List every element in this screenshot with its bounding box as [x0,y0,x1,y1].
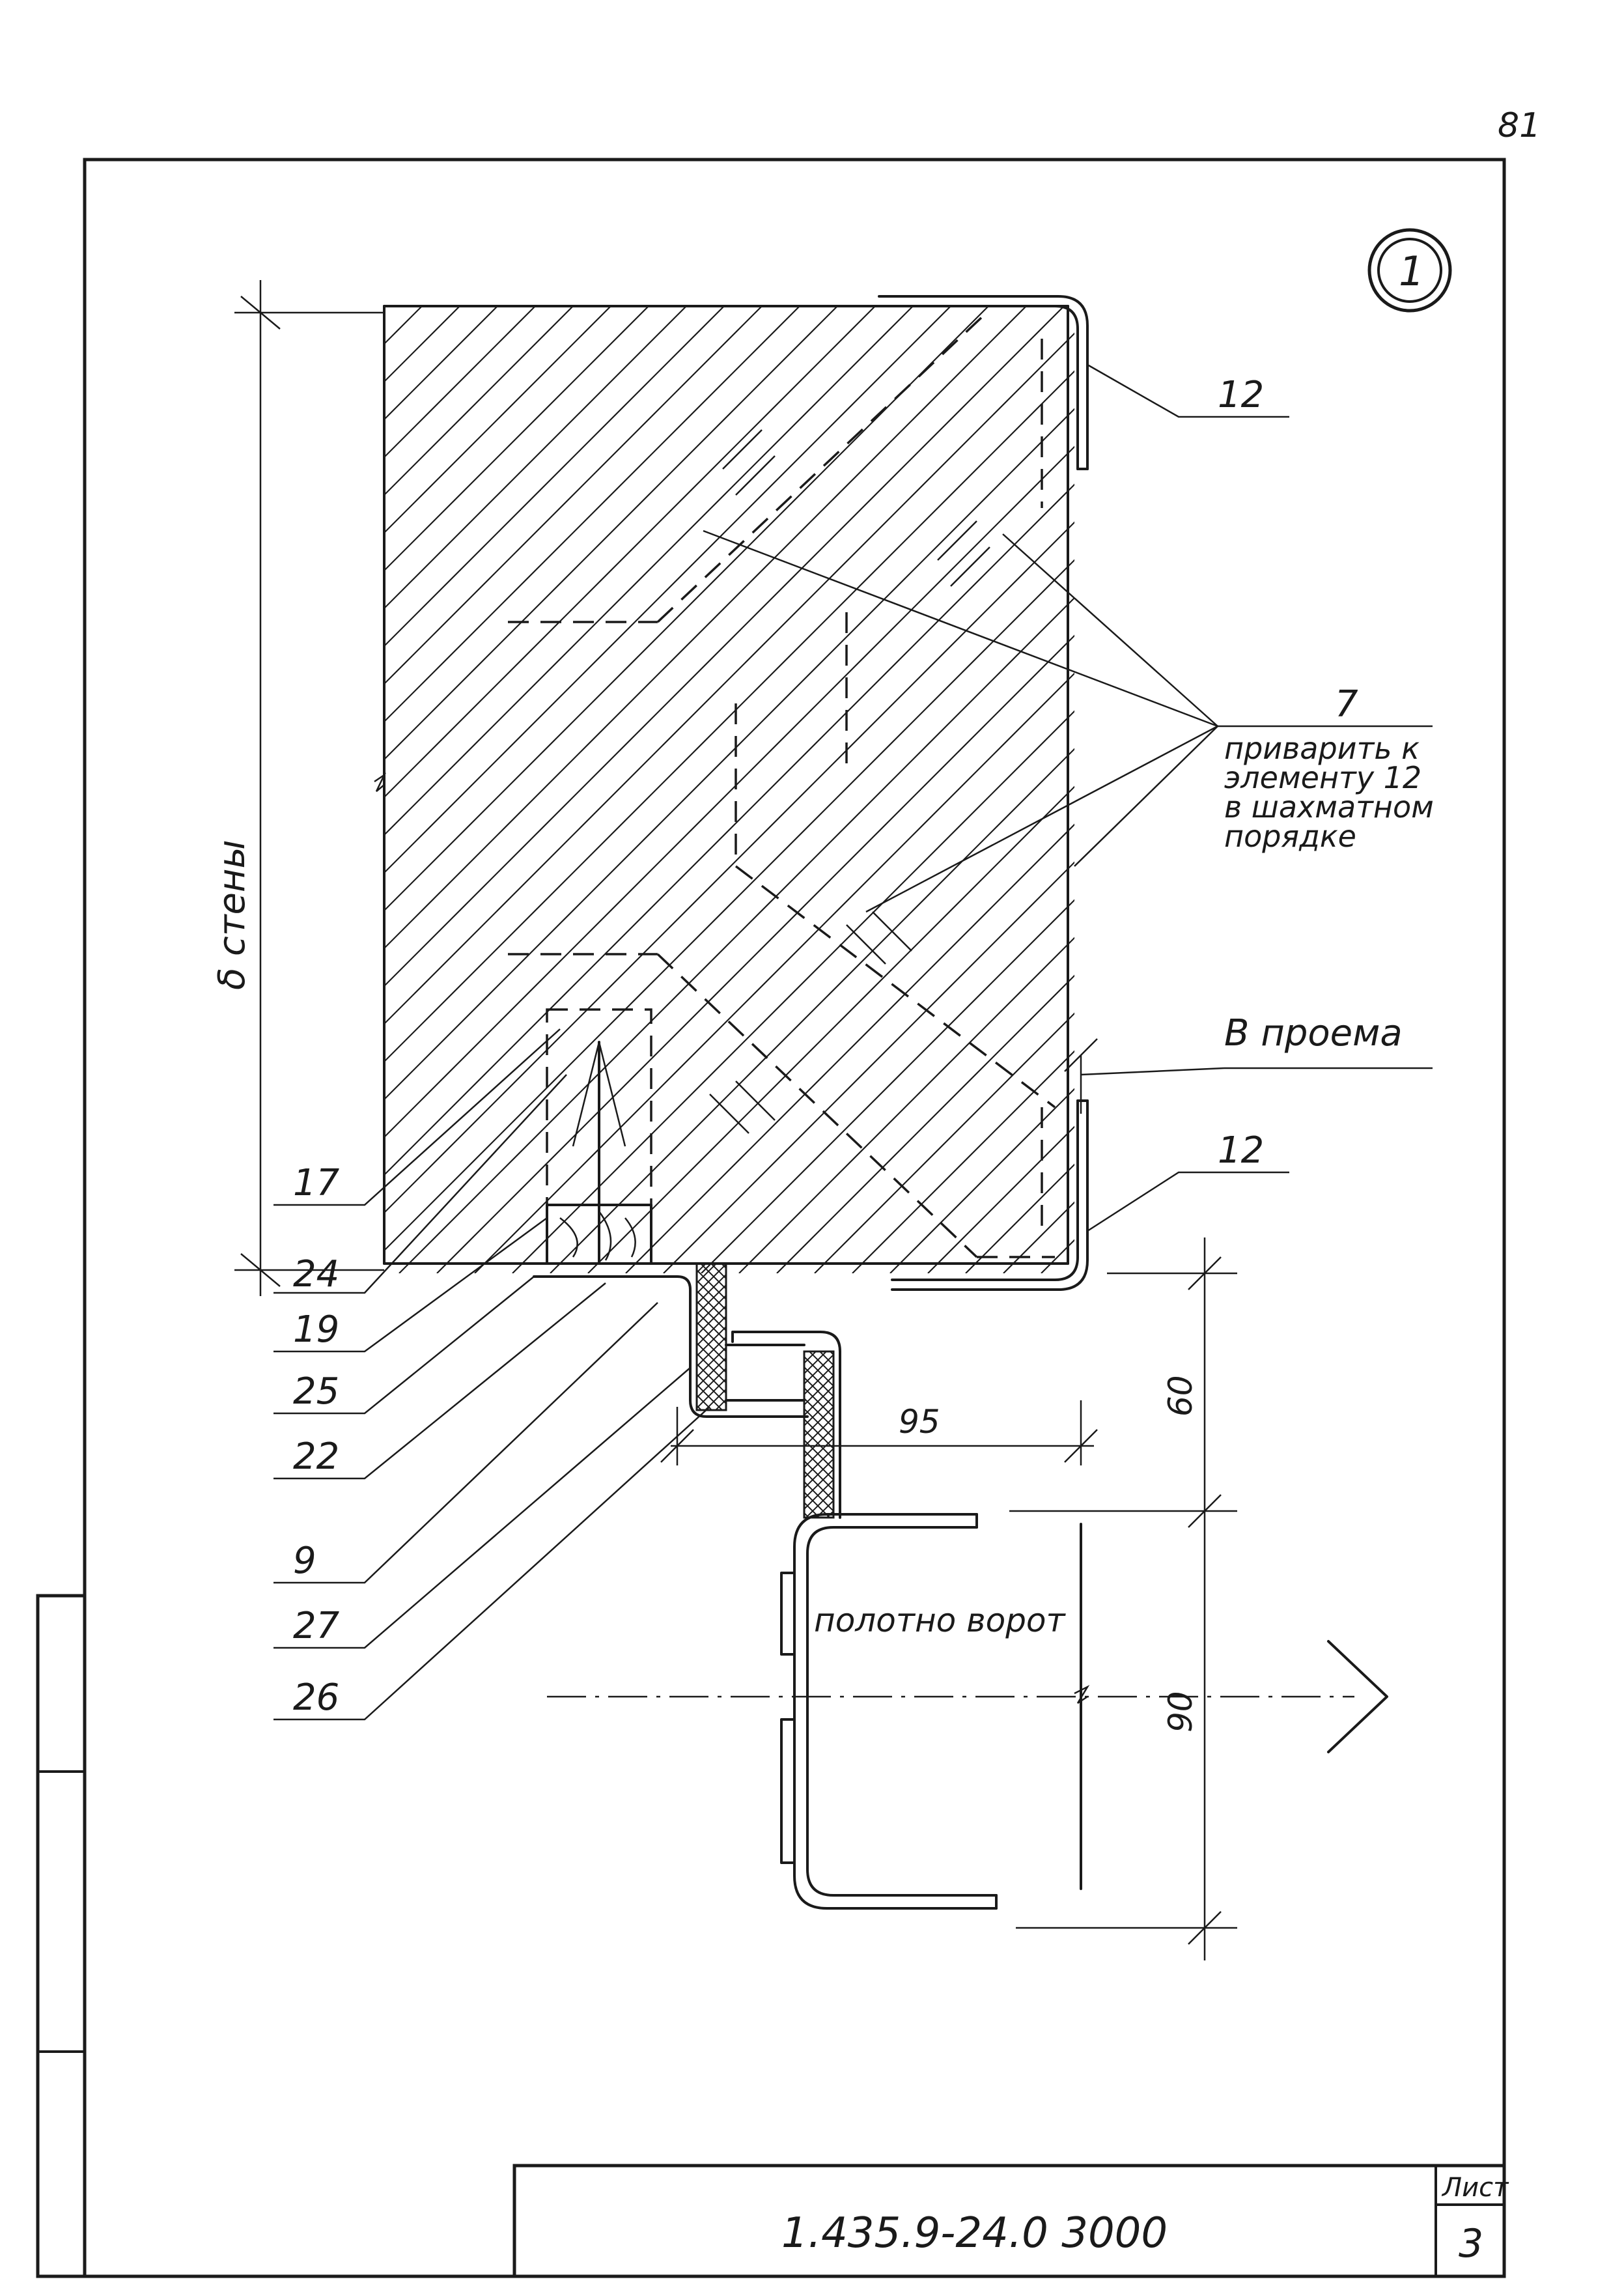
hatch-line [625,823,1074,1273]
opening-label: В проема [1224,1012,1403,1054]
hatch-line [384,445,1074,1138]
hatch-line [512,710,1074,1273]
hatch-line [384,408,1074,1101]
gate-leaf-label: полотно ворот [814,1602,1067,1639]
hatch-line [384,306,687,610]
hatch-line [550,748,1074,1273]
callout-12-bottom: 12 [1218,1129,1264,1172]
page-number: 81 [1498,106,1541,145]
hatch-line [384,483,1074,1176]
hatch-line [384,306,951,874]
wall-section [374,305,1074,1273]
dim-60: 60 [1162,1375,1199,1417]
binding-strip [36,1594,87,2278]
drawing-code: 1.435.9-24.0 3000 [781,2209,1168,2257]
hatch-line [384,306,649,572]
callout-19: 19 [293,1308,339,1351]
hatch-line [384,306,1065,987]
hatch-line [384,370,1074,1063]
hatch-line [384,332,1074,1025]
seal-cushion-upper [695,1262,727,1411]
seal-assembly [533,1262,841,1519]
anchor-bars-7 [508,315,1056,1258]
detail-marker: 1 [1367,228,1452,313]
callout-26: 26 [293,1676,339,1719]
hatch-line [384,306,574,496]
sheet-number: 3 [1459,2221,1483,2267]
callout-27: 27 [293,1605,340,1647]
sheet-label: Лист [1441,2173,1509,2203]
angle-element-12-top [878,295,1089,470]
weld-note-line-1: приварить к [1224,731,1420,766]
hatch-line [776,974,1074,1273]
leader-lines [273,363,1433,1721]
hatch-line [587,785,1074,1273]
centerline-arrow [547,1640,1388,1753]
callout-7: 7 [1335,683,1358,726]
dim-90: 90 [1162,1691,1199,1732]
hatch-line [384,306,838,761]
dimensions: δ стены 95 60 90 [211,280,1237,1960]
hatch-line [814,1012,1074,1273]
hatch-line [852,1050,1074,1273]
weld-note-line-3: в шахматном [1224,789,1434,825]
hatch-line [384,521,1074,1214]
hatch-line [384,306,800,723]
hatch-line [384,306,763,685]
hatch-line [384,306,423,345]
angle-element-12-bottom [891,1099,1089,1291]
hatch-line [384,306,611,534]
weld-note-line-2: элементу 12 [1224,760,1421,795]
callout-17: 17 [293,1162,340,1204]
hatch-line [384,306,989,912]
hatch-line [384,559,1074,1252]
hatch-line [384,306,1027,950]
wall-thickness-label: δ стены [211,840,253,990]
dim-95: 95 [899,1403,940,1441]
wooden-block [546,1008,652,1265]
callout-22: 22 [293,1435,339,1478]
hatch-line [399,597,1074,1273]
hatch-line [384,306,914,836]
hatch-line [384,306,385,307]
hatch-line [889,1088,1074,1273]
callout-25: 25 [293,1370,339,1413]
callout-24: 24 [293,1253,339,1295]
callout-12-top: 12 [1218,374,1264,416]
hatch-line [384,306,725,647]
weld-note-line-4: порядке [1224,819,1356,854]
hatch-line [738,937,1074,1273]
hatch-line [384,306,876,799]
hatch-line [474,672,1074,1273]
hatch-line [701,899,1074,1273]
gate-leaf: полотно ворот [780,1513,1090,1910]
title-block: 1.435.9-24.0 3000 Лист 3 [512,2164,1509,2278]
hatch-line [384,306,498,421]
detail-marker-number: 1 [1399,247,1424,295]
seal-cushion-lower [803,1350,835,1519]
hatch-line [384,306,536,459]
callout-9: 9 [293,1540,316,1582]
